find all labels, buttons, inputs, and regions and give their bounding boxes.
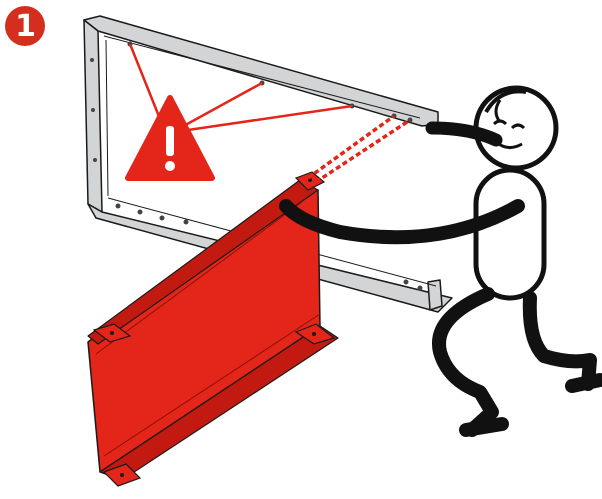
frame-top-bar <box>84 16 438 126</box>
frame-left-upright <box>84 20 102 212</box>
step-number-badge: 1 <box>6 7 45 46</box>
person-arm-upper <box>432 128 496 140</box>
person-torso <box>476 170 544 298</box>
panel-face <box>88 186 320 472</box>
person-figure <box>286 88 600 430</box>
warning-triangle-icon <box>128 98 212 178</box>
person-leg-back <box>439 294 492 430</box>
person-foot-front <box>572 380 600 386</box>
alignment-dashed-lines <box>308 116 410 182</box>
person-foot-back <box>466 424 502 430</box>
person-leg-front <box>530 298 590 384</box>
person-head <box>476 88 556 168</box>
